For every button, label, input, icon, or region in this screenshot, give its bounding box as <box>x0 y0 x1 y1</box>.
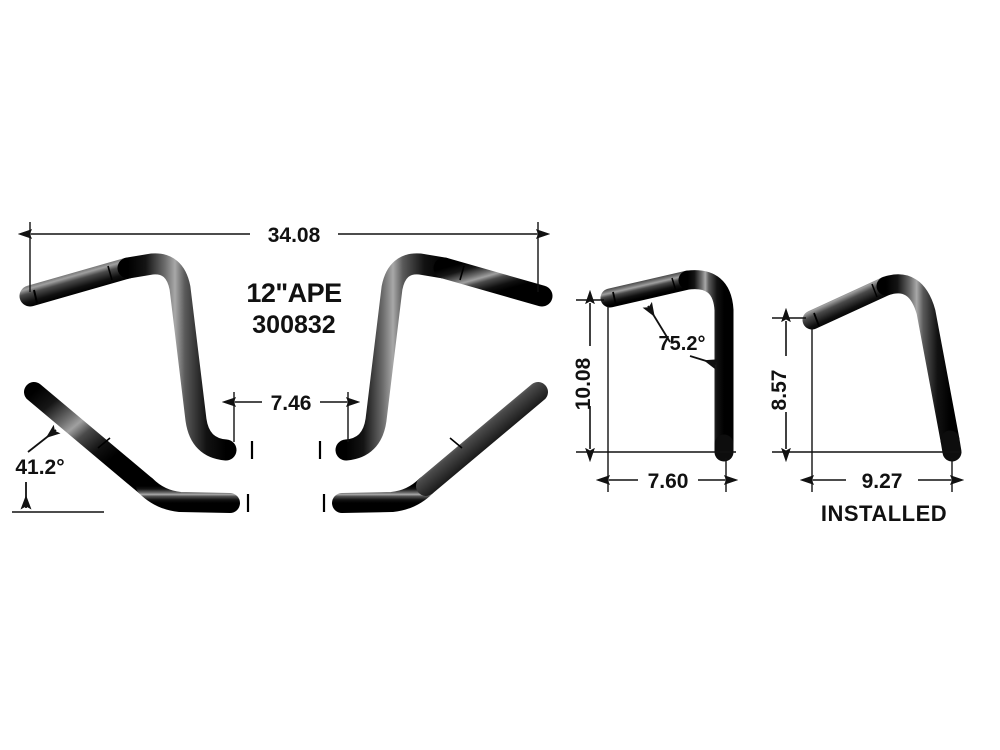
front-right-grip-tube <box>433 257 553 307</box>
dimension-value-center-clamp-width: 7.46 <box>271 392 312 415</box>
dimension-side-height: 10.08 <box>572 289 736 463</box>
installed-riser-tube <box>876 274 960 450</box>
dimension-value-grip-angle: 75.2° <box>659 333 706 355</box>
top-right-grip-tube <box>416 382 548 496</box>
installed-grip-tube <box>802 276 896 330</box>
front-left-grip-seam <box>107 265 113 281</box>
dimension-value-installed-depth: 9.27 <box>862 470 903 493</box>
dimension-value-overall-width: 34.08 <box>268 224 321 247</box>
front-elevation-view: 34.08 12"APE 300832 7.46 <box>17 222 553 461</box>
top-left-transition-tube <box>136 476 240 513</box>
side-grip-seam <box>671 277 677 292</box>
top-plan-view: 41.2° <box>12 382 548 513</box>
front-left-grip-end <box>33 289 38 304</box>
front-right-grip-end <box>534 289 539 304</box>
dimension-value-side-height: 10.08 <box>572 357 595 410</box>
installed-profile-view: 8.57 9.27 INSTALLED <box>768 274 965 526</box>
part-number: 300832 <box>252 311 335 339</box>
dimension-center-clamp-width: 7.46 <box>221 392 361 442</box>
grip-angle-leader-lower <box>689 355 719 370</box>
side-grip-tube <box>600 270 698 308</box>
top-right-grip-seam <box>449 437 463 449</box>
side-profile-view: 10.08 7.60 75.2° <box>572 270 739 493</box>
dimension-installed-depth: 9.27 <box>799 326 965 493</box>
dimension-overall-width: 34.08 <box>17 222 551 292</box>
dimension-value-pullback-angle: 41.2° <box>15 456 64 479</box>
dimension-side-depth: 7.60 <box>595 306 739 493</box>
front-left-riser-tube <box>117 253 237 461</box>
front-right-grip-seam <box>459 265 465 281</box>
grip-angle-leader-upper <box>642 301 671 343</box>
dimension-grip-angle: 75.2° <box>642 301 719 370</box>
installed-view-caption: INSTALLED <box>821 501 947 526</box>
side-grip-end <box>612 291 617 306</box>
dimension-pullback-angle: 41.2° <box>12 424 104 513</box>
side-riser-tube <box>678 270 734 454</box>
top-left-grip-tube <box>24 382 156 496</box>
top-left-grip-seam <box>97 437 111 449</box>
front-left-grip-tube <box>19 257 139 307</box>
installed-grip-end <box>813 312 820 327</box>
installed-grip-seam <box>871 283 878 298</box>
front-right-riser-tube <box>335 253 455 461</box>
dimension-installed-height: 8.57 <box>768 307 960 463</box>
page-title: 12"APE <box>246 278 341 308</box>
dimension-value-installed-height: 8.57 <box>768 370 791 411</box>
angle-leader-to-tube <box>27 424 61 453</box>
installed-riser-end <box>940 430 962 462</box>
dimension-value-side-depth: 7.60 <box>648 470 689 493</box>
